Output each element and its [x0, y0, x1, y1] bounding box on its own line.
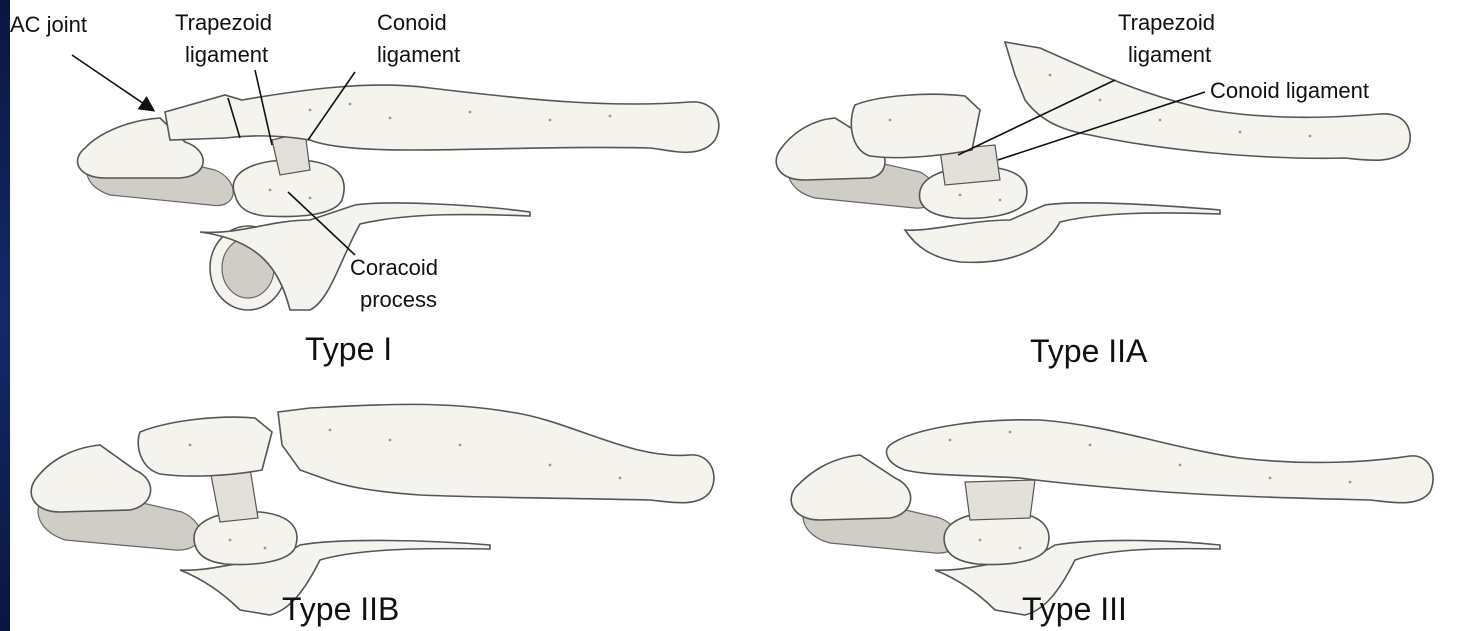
- caption-type2b: Type IIB: [282, 591, 399, 627]
- type2b-clavicle: [278, 404, 714, 502]
- label-trapezoid-2: ligament: [185, 42, 268, 67]
- type3-acromion: [791, 455, 910, 520]
- type2a-distal-fragment: [851, 94, 980, 157]
- label-trapezoid-1: Trapezoid: [175, 10, 272, 35]
- ac-joint-arrow: [72, 55, 150, 108]
- type2b-illustration: [31, 404, 714, 615]
- label-2a-trapezoid-1: Trapezoid: [1118, 10, 1215, 35]
- figure-panel: AC joint Trapezoid ligament Conoid ligam…: [10, 0, 1474, 631]
- type1-clavicle: [165, 85, 719, 152]
- label-ac-joint: AC joint: [10, 12, 87, 37]
- caption-type2a: Type IIA: [1030, 333, 1148, 369]
- caption-type1: Type I: [305, 331, 392, 367]
- label-2a-conoid: Conoid ligament: [1210, 78, 1369, 103]
- label-2a-trapezoid-2: ligament: [1128, 42, 1211, 67]
- type2b-distal-fragment: [138, 417, 272, 476]
- type2a-illustration: [776, 42, 1410, 262]
- label-conoid-2: ligament: [377, 42, 460, 67]
- type2b-acromion: [31, 445, 150, 512]
- label-conoid-1: Conoid: [377, 10, 447, 35]
- caption-type3: Type III: [1022, 591, 1127, 627]
- type3-ligaments: [965, 480, 1035, 520]
- label-coracoid-1: Coracoid: [350, 255, 438, 280]
- label-coracoid-2: process: [360, 287, 437, 312]
- type3-illustration: [791, 420, 1433, 615]
- classification-diagram: AC joint Trapezoid ligament Conoid ligam…: [10, 0, 1474, 631]
